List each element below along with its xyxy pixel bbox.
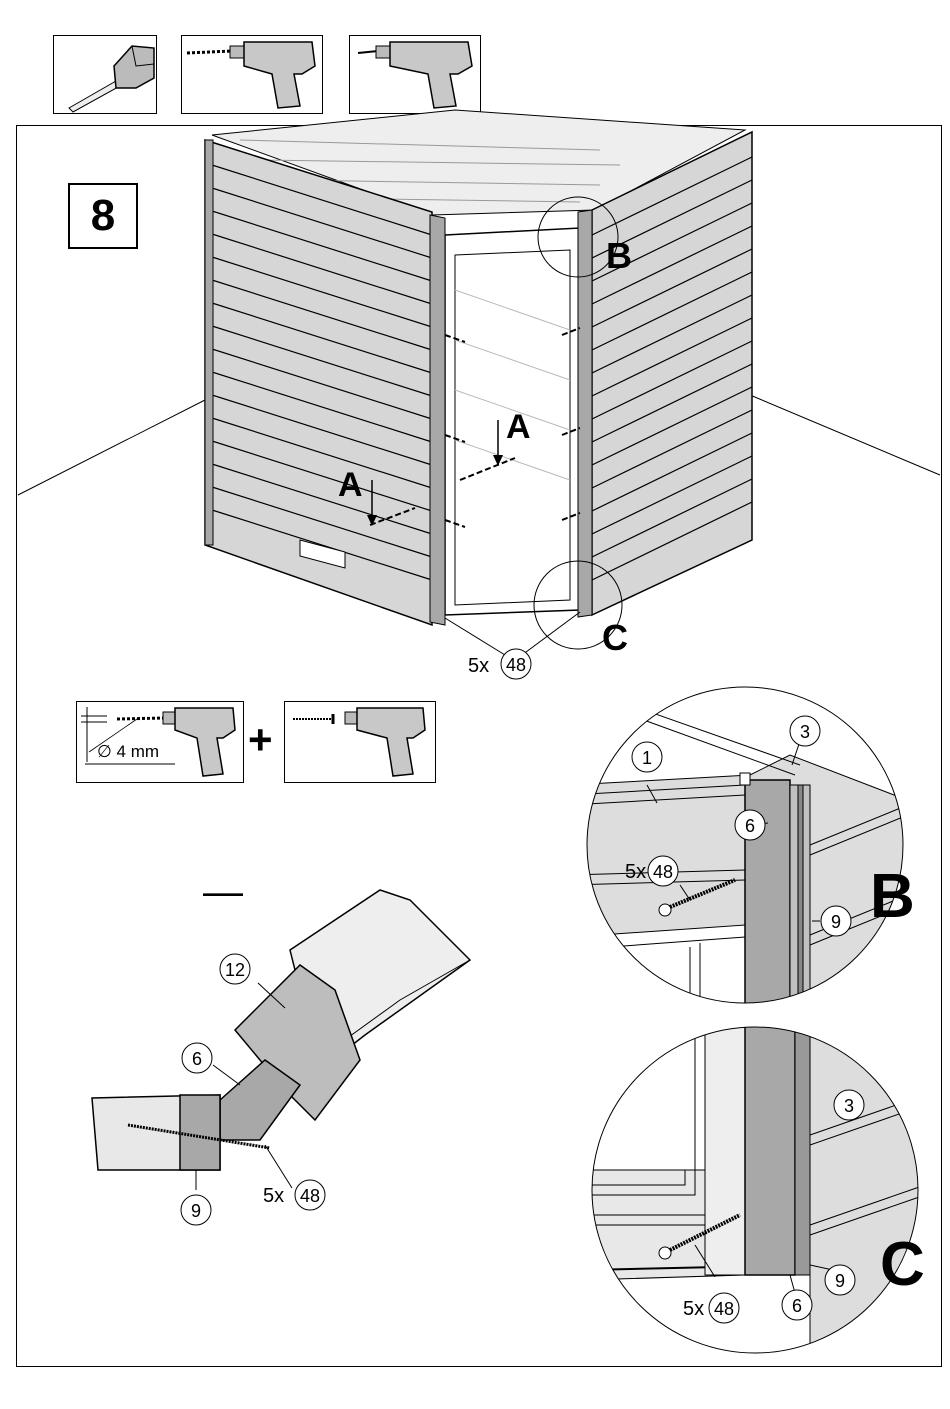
section-view: 12 6 9 5x 48 xyxy=(80,880,500,1240)
detail-label-a-upper: A xyxy=(506,408,531,446)
detail-c-part-3: 3 xyxy=(844,1096,854,1116)
detail-c-screw-part: 48 xyxy=(714,1299,734,1319)
detail-b-screw-part: 48 xyxy=(653,862,673,882)
predrill-box: ∅ 4 mm xyxy=(76,701,244,783)
main-screw-count: 5x xyxy=(468,655,489,677)
main-assembly-view: A A B C 5x 48 xyxy=(0,0,950,700)
plus-sign: + xyxy=(248,716,273,764)
screwing-box xyxy=(284,701,436,783)
detail-label-a-lower: A xyxy=(338,466,363,504)
detail-c-label: C xyxy=(880,1230,925,1299)
drill-diameter: ∅ 4 mm xyxy=(97,742,159,762)
detail-label-c: C xyxy=(602,617,628,658)
section-screw-part: 48 xyxy=(300,1186,320,1206)
detail-label-b: B xyxy=(606,235,632,276)
section-part-9: 9 xyxy=(191,1201,201,1221)
detail-c-part-6: 6 xyxy=(792,1296,802,1316)
detail-b-part-9: 9 xyxy=(831,912,841,932)
main-screw-part: 48 xyxy=(506,655,526,675)
detail-c-post-6 xyxy=(745,1025,795,1275)
detail-c-screw-count: 5x xyxy=(683,1298,704,1320)
detail-c-view: 3 6 9 5x 48 C xyxy=(585,1025,925,1360)
section-part-6: 6 xyxy=(192,1049,202,1069)
screwing-icon xyxy=(285,702,435,782)
part-9-block xyxy=(180,1095,220,1170)
detail-c-part-9: 9 xyxy=(835,1271,845,1291)
detail-b-label: B xyxy=(870,862,915,931)
section-screw-count: 5x xyxy=(263,1185,284,1207)
detail-b-view: 1 3 6 9 5x 48 B xyxy=(570,685,920,1005)
detail-b-part-3: 3 xyxy=(800,722,810,742)
detail-b-screw-count: 5x xyxy=(625,861,646,883)
detail-b-part-1: 1 xyxy=(642,748,652,768)
section-part-12: 12 xyxy=(225,960,245,980)
detail-b-part-6: 6 xyxy=(745,816,755,836)
